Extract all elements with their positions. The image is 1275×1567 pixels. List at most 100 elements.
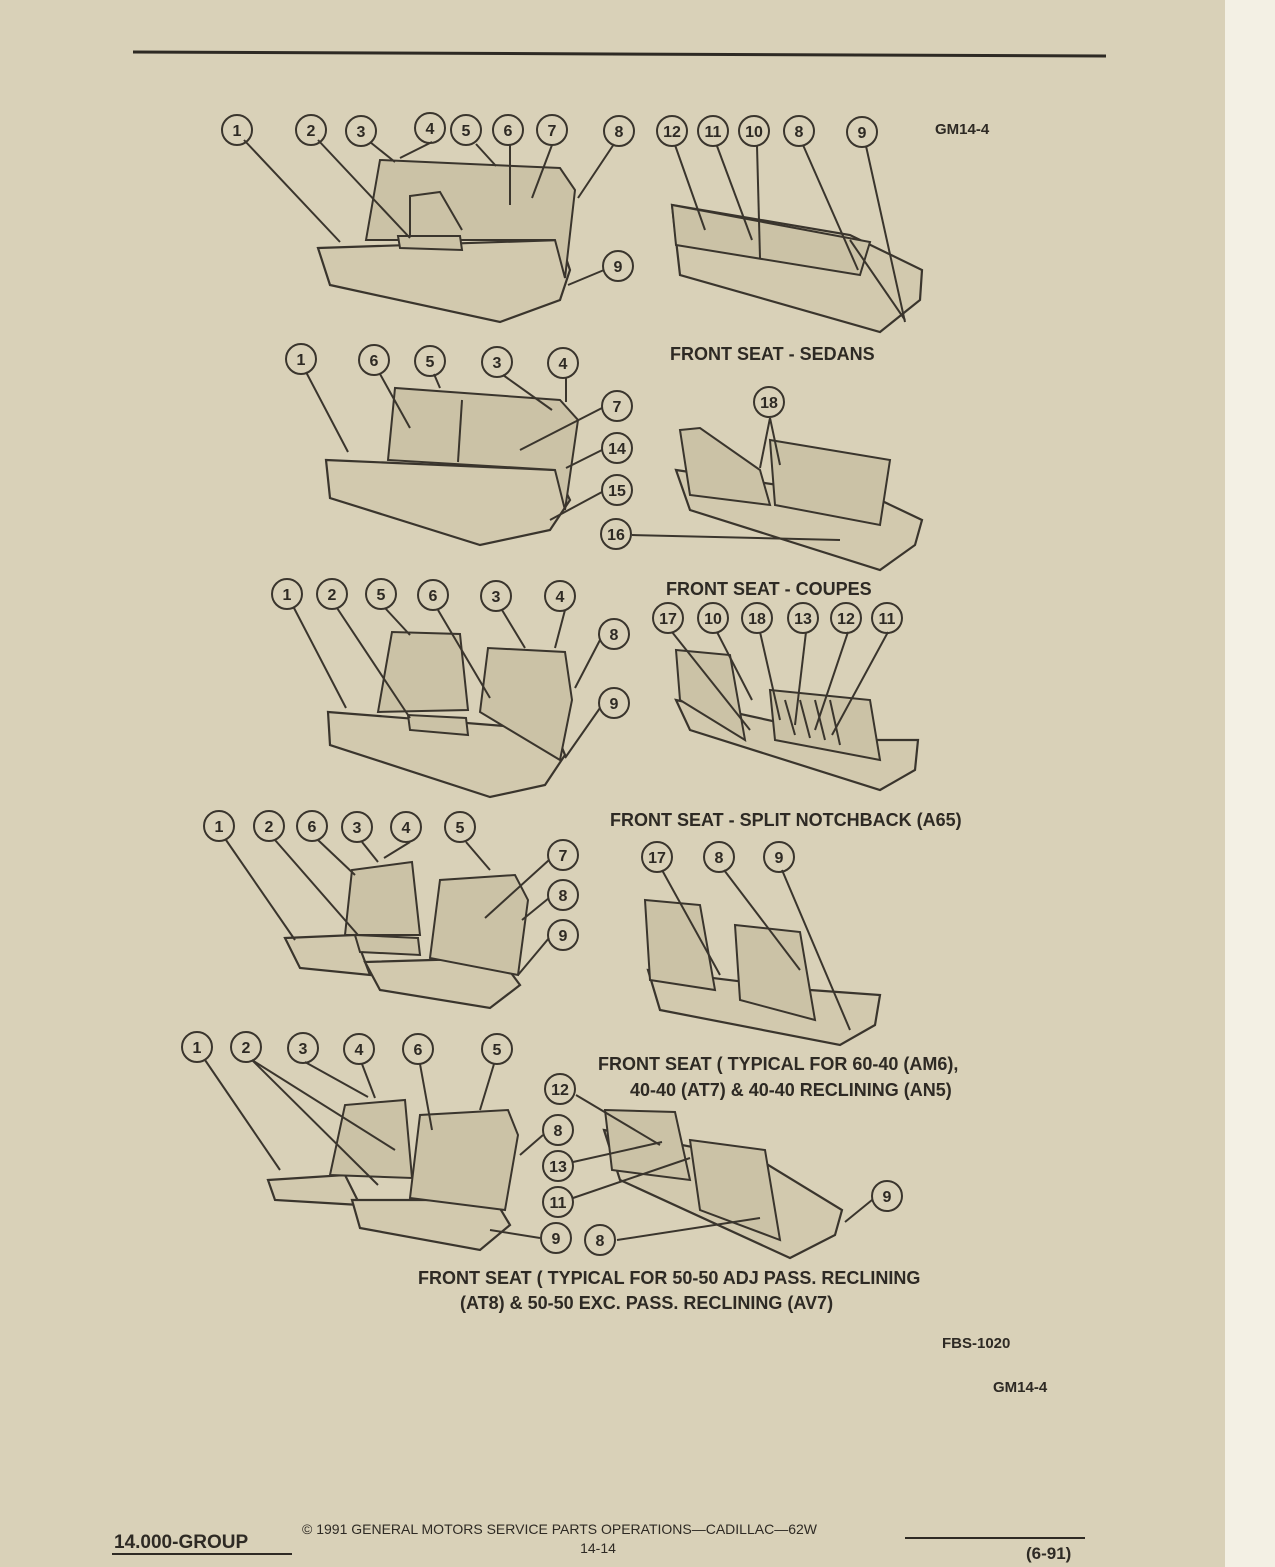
callout-number: 9 xyxy=(559,928,568,945)
callout-number: 8 xyxy=(610,627,619,644)
caption-5050-line2: (AT8) & 50-50 EXC. PASS. RECLINING (AV7) xyxy=(460,1293,833,1313)
callout: 1 xyxy=(285,343,317,375)
callout-number: 10 xyxy=(745,124,763,141)
callout: 5 xyxy=(481,1033,513,1065)
callout: 4 xyxy=(544,580,576,612)
callout-number: 9 xyxy=(614,259,623,276)
callout: 1 xyxy=(221,114,253,146)
callout-number: 7 xyxy=(559,848,568,865)
callout: 18 xyxy=(741,602,773,634)
callout: 2 xyxy=(295,114,327,146)
callout-number: 2 xyxy=(328,587,337,604)
caption-sedans: FRONT SEAT - SEDANS xyxy=(670,344,875,364)
callout: 13 xyxy=(542,1150,574,1182)
callout: 9 xyxy=(598,687,630,719)
sedan-seat-rear-view xyxy=(670,203,924,334)
callout-number: 12 xyxy=(663,124,681,141)
callout-number: 9 xyxy=(552,1231,561,1248)
callout-number: 9 xyxy=(883,1189,892,1206)
callout-number: 1 xyxy=(297,352,306,369)
callout-number: 7 xyxy=(548,123,557,140)
callout-number: 5 xyxy=(462,123,471,140)
top-rule xyxy=(132,50,1107,58)
split-notchback-seat-rear-view xyxy=(674,648,920,792)
callout: 16 xyxy=(600,518,632,550)
callout-number: 17 xyxy=(659,611,677,628)
callout-number: 17 xyxy=(648,850,666,867)
coupe-seat-front-view xyxy=(324,386,580,547)
callout: 9 xyxy=(602,250,634,282)
callout-number: 4 xyxy=(402,820,411,837)
callout-number: 10 xyxy=(704,611,722,628)
footer-date: (6-91) xyxy=(1026,1544,1071,1563)
callout-number: 1 xyxy=(283,587,292,604)
callout-number: 13 xyxy=(549,1159,567,1176)
callout: 3 xyxy=(480,580,512,612)
callout-number: 6 xyxy=(504,123,513,140)
callout-number: 1 xyxy=(193,1040,202,1057)
callout: 2 xyxy=(316,578,348,610)
callout: 6 xyxy=(296,810,328,842)
sedan-seat-front-view xyxy=(316,158,577,324)
caption-split-notchback: FRONT SEAT - SPLIT NOTCHBACK (A65) xyxy=(610,810,962,830)
callout-number: 3 xyxy=(493,355,502,372)
callout-number: 3 xyxy=(357,124,366,141)
callout: 17 xyxy=(652,602,684,634)
callout-number: 3 xyxy=(299,1041,308,1058)
5050-seat-rear-view xyxy=(602,1108,844,1260)
callout: 8 xyxy=(783,115,815,147)
callout: 15 xyxy=(601,474,633,506)
callout: 3 xyxy=(341,811,373,843)
callout: 2 xyxy=(253,810,285,842)
callout: 6 xyxy=(492,114,524,146)
callout: 17 xyxy=(641,841,673,873)
callout: 18 xyxy=(753,386,785,418)
callout: 10 xyxy=(738,115,770,147)
callout-number: 14 xyxy=(608,441,626,458)
callout: 8 xyxy=(703,841,735,873)
callout: 4 xyxy=(390,811,422,843)
callout-number: 12 xyxy=(837,611,855,628)
callouts-row4: 1 2 6 3 4 5 7 8 9 17 8 9 xyxy=(203,810,795,951)
callout: 5 xyxy=(444,811,476,843)
footer-group: 14.000-GROUP xyxy=(114,1532,248,1553)
callout: 5 xyxy=(414,345,446,377)
callout-number: 13 xyxy=(794,611,812,628)
callout-number: 11 xyxy=(705,124,722,141)
callout-number: 5 xyxy=(493,1042,502,1059)
callout: 9 xyxy=(871,1180,903,1212)
callout-number: 12 xyxy=(551,1082,569,1099)
callout: 1 xyxy=(181,1031,213,1063)
callout-number: 2 xyxy=(242,1040,251,1057)
leader-lines xyxy=(204,139,906,1241)
callout-number: 8 xyxy=(554,1123,563,1140)
callout: 7 xyxy=(536,114,568,146)
callout: 10 xyxy=(697,602,729,634)
callout: 1 xyxy=(271,578,303,610)
callout-number: 5 xyxy=(456,820,465,837)
callout-number: 4 xyxy=(556,589,565,606)
callout-number: 18 xyxy=(748,611,766,628)
callout: 11 xyxy=(697,115,729,147)
callout-number: 8 xyxy=(596,1233,605,1250)
callout: 7 xyxy=(547,839,579,871)
callout: 6 xyxy=(358,344,390,376)
callout-number: 3 xyxy=(492,589,501,606)
callout: 12 xyxy=(544,1073,576,1105)
callout: 12 xyxy=(830,602,862,634)
caption-6040-line2: 40-40 (AT7) & 40-40 RECLINING (AN5) xyxy=(630,1080,952,1100)
callout: 9 xyxy=(763,841,795,873)
callout-number: 11 xyxy=(550,1195,567,1212)
footer-copyright: © 1991 GENERAL MOTORS SERVICE PARTS OPER… xyxy=(302,1521,818,1537)
figure-code-secondary: GM14-4 xyxy=(993,1379,1048,1396)
6040-seat-rear-view xyxy=(643,898,882,1047)
caption-6040-line1: FRONT SEAT ( TYPICAL FOR 60-40 (AM6), xyxy=(598,1054,958,1074)
callout-number: 1 xyxy=(215,819,224,836)
callout-number: 9 xyxy=(858,125,867,142)
callout-number: 18 xyxy=(760,395,778,412)
callout: 8 xyxy=(584,1224,616,1256)
callout-number: 9 xyxy=(610,696,619,713)
callout: 6 xyxy=(417,579,449,611)
callout-number: 8 xyxy=(559,888,568,905)
callout-number: 8 xyxy=(795,124,804,141)
